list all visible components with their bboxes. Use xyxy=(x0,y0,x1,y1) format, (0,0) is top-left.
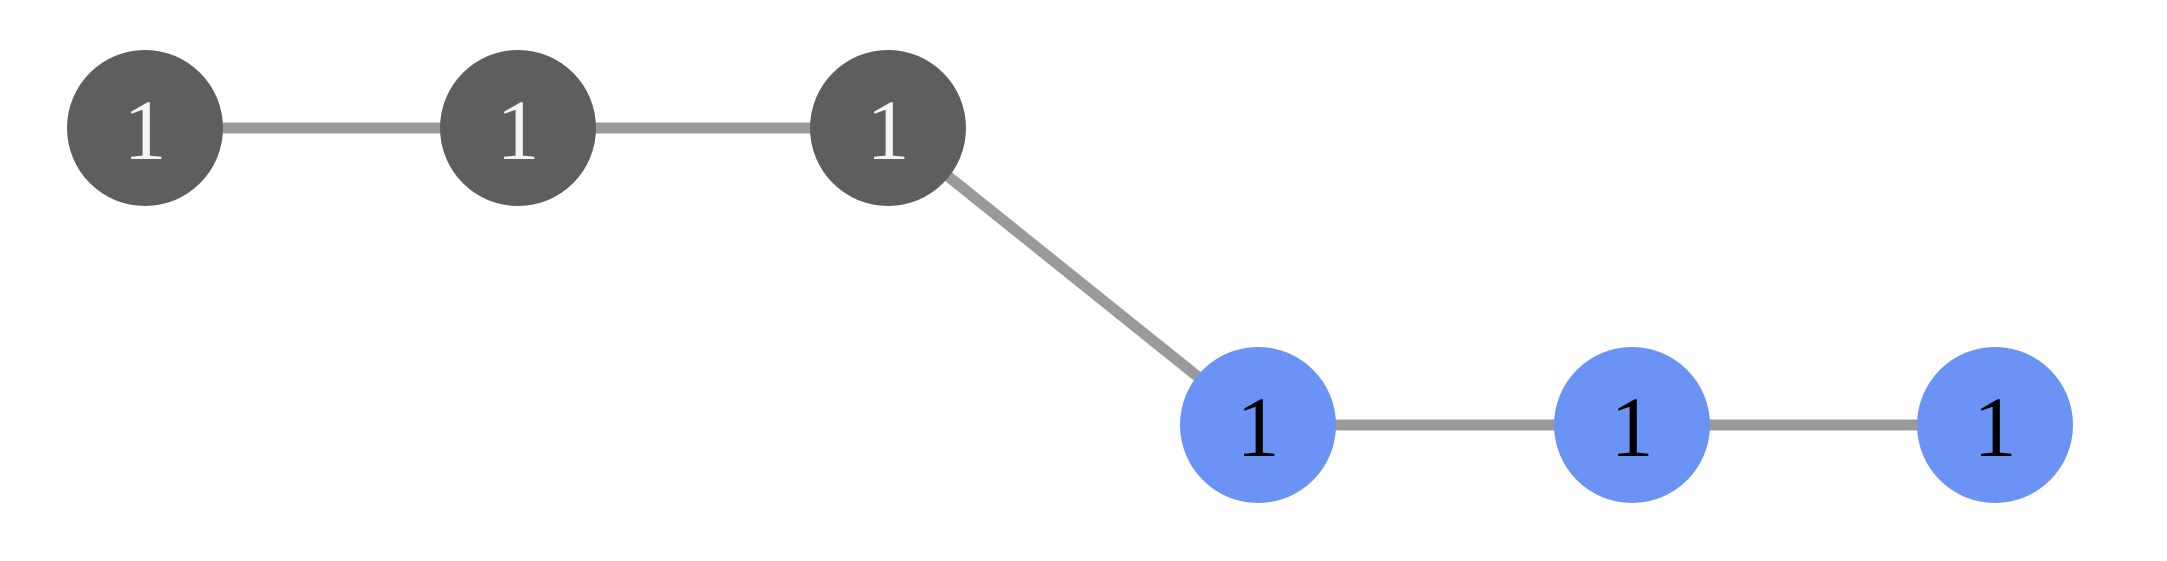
graph-node-label: 1 xyxy=(497,82,540,178)
graph-node-label: 1 xyxy=(867,82,910,178)
nodes-layer: 1 1 1 1 1 1 xyxy=(67,50,2073,503)
graph-node[interactable]: 1 xyxy=(810,50,966,206)
graph-node-circle[interactable] xyxy=(440,50,596,206)
graph-edge xyxy=(884,123,1262,430)
graph-node-label: 1 xyxy=(124,82,167,178)
graph-node[interactable]: 1 xyxy=(440,50,596,206)
graph-node-circle[interactable] xyxy=(67,50,223,206)
graph-node-label: 1 xyxy=(1237,379,1280,475)
graph-node-circle[interactable] xyxy=(1554,347,1710,503)
graph-node[interactable]: 1 xyxy=(67,50,223,206)
graph-node[interactable]: 1 xyxy=(1554,347,1710,503)
graph-node[interactable]: 1 xyxy=(1180,347,1336,503)
graph-node-circle[interactable] xyxy=(1917,347,2073,503)
graph-node-circle[interactable] xyxy=(1180,347,1336,503)
edges-layer xyxy=(145,122,1995,431)
graph-node-circle[interactable] xyxy=(810,50,966,206)
graph-node[interactable]: 1 xyxy=(1917,347,2073,503)
graph-node-label: 1 xyxy=(1974,379,2017,475)
graph-node-label: 1 xyxy=(1611,379,1654,475)
